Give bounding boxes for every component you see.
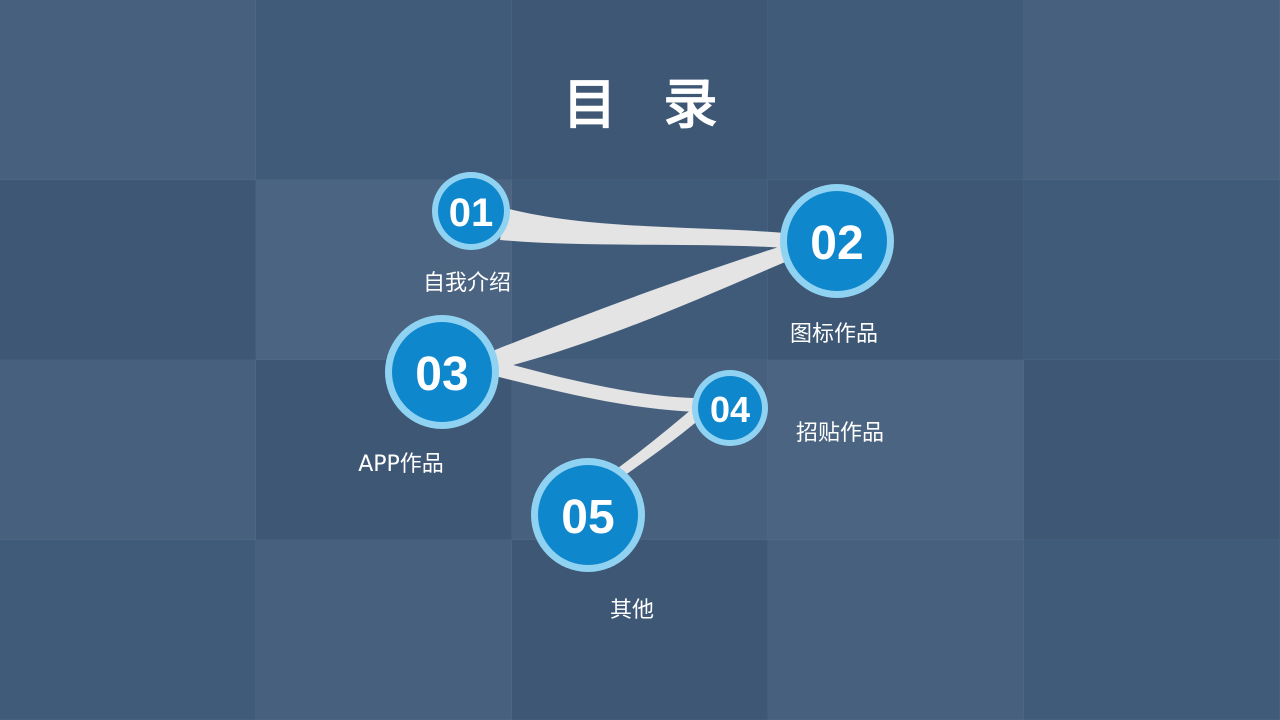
connector-02-03 [495, 245, 790, 370]
connector-04-05 [610, 402, 706, 480]
node-number: 01 [449, 191, 494, 235]
background-tile [512, 540, 768, 720]
node-circle [392, 322, 492, 422]
background-tile [768, 360, 1024, 540]
node-circle [698, 376, 762, 440]
connector-03-04 [495, 360, 700, 412]
node-circle [438, 178, 504, 244]
node-circle [538, 465, 638, 565]
connector-01-02 [500, 208, 785, 248]
node-03[interactable]: 03 [385, 315, 499, 429]
background-tile [512, 0, 768, 180]
connector-group [495, 208, 790, 480]
node-label-03: APP作品 [358, 452, 444, 477]
node-label-05: 其他 [610, 598, 654, 623]
node-number: 04 [710, 389, 750, 430]
node-circle [787, 191, 887, 291]
node-05[interactable]: 05 [531, 458, 645, 572]
node-label-04: 招贴作品 [796, 421, 884, 446]
page-title: 目 录 [562, 73, 732, 136]
background-tile [1024, 360, 1280, 540]
node-number: 03 [415, 348, 468, 401]
node-number: 02 [810, 217, 863, 270]
node-04[interactable]: 04 [692, 370, 768, 446]
node-02[interactable]: 02 [780, 184, 894, 298]
background-tile [0, 180, 256, 360]
node-01[interactable]: 01 [432, 172, 510, 250]
node-number: 05 [561, 491, 614, 544]
node-label-01: 自我介绍 [423, 271, 511, 296]
node-label-02: 图标作品 [790, 322, 878, 347]
